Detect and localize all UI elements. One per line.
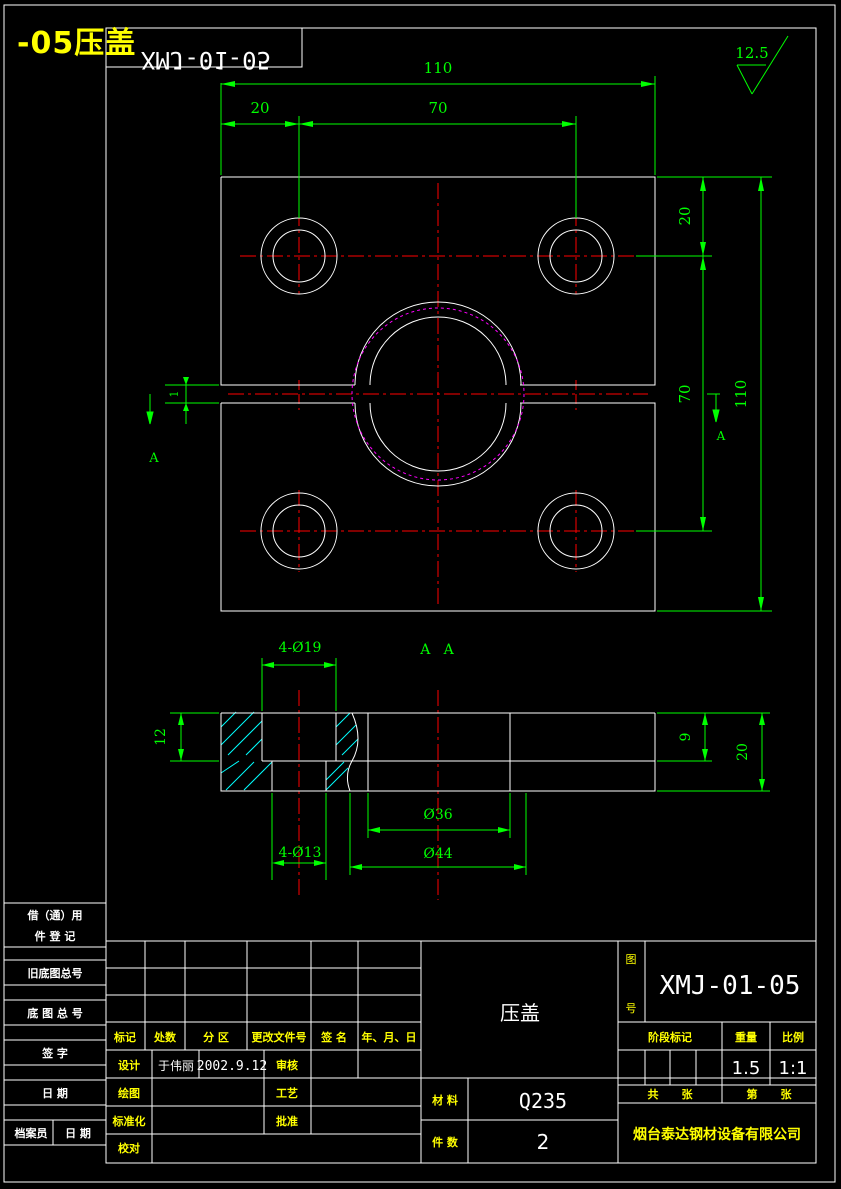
dim-bore-outer: Ø44 <box>423 846 452 862</box>
dim-section-step: 9 <box>678 733 694 742</box>
stage-mark-label: 阶段标记 <box>648 1030 692 1044</box>
row-approve: 批准 <box>276 1114 298 1128</box>
title-block-grid <box>106 940 816 1163</box>
quantity-label: 件 数 <box>432 1135 459 1149</box>
bore-phantom-circle <box>351 307 525 481</box>
mounting-holes <box>260 217 615 570</box>
hdr-count: 处数 <box>153 1030 177 1044</box>
row-process: 工艺 <box>276 1086 298 1100</box>
dim-slot-gap: 1 <box>168 391 181 398</box>
dim-hole-spacing-y: 70 <box>676 384 694 403</box>
dim-section-left: 12 <box>153 728 169 746</box>
dim-hole-through: 4-Ø13 <box>279 845 322 861</box>
left-archivist: 档案员 <box>15 1126 48 1140</box>
left-sign: 签 字 <box>41 1046 68 1060</box>
section-marker-right-arrow <box>707 393 720 423</box>
top-view-centerlines <box>228 183 648 605</box>
mirrored-code-text: XMJ-01-05 <box>141 46 271 74</box>
section-marker-left: A <box>148 451 159 466</box>
row-design: 设计 <box>118 1058 140 1072</box>
section-marker-left-arrow <box>146 394 154 425</box>
dim-hole-spacing-x: 70 <box>428 99 447 117</box>
row-review: 审核 <box>276 1058 298 1072</box>
dim-width-total: 110 <box>424 59 453 77</box>
roughness-symbol <box>736 35 789 95</box>
top-view-dimension-lines <box>165 76 772 612</box>
dim-section-total: 20 <box>735 743 751 761</box>
hdr-zone: 分 区 <box>203 1030 229 1044</box>
design-date: 2002.9.12 <box>197 1059 267 1074</box>
material-label: 材 料 <box>432 1093 458 1107</box>
row-check: 校对 <box>118 1141 140 1155</box>
section-arrowheads <box>178 662 765 870</box>
title-drawing-no-label-1: 图 <box>626 953 637 966</box>
dim-offset-left: 20 <box>250 99 269 117</box>
left-panel-text: 借（通）用 件 登 记 旧底图总号 底 图 总 号 签 字 日 期 档案员 日 … <box>15 908 91 1140</box>
top-view-arrowheads <box>183 81 764 611</box>
roughness-value: 12.5 <box>735 44 768 62</box>
designer-name: 于伟丽 <box>158 1059 194 1073</box>
section-dimension-lines <box>170 658 770 880</box>
material-value: Q235 <box>519 1089 567 1113</box>
hole-inner-br <box>549 504 603 558</box>
title-drawing-no-label-2: 号 <box>626 1002 637 1015</box>
title-part-name: 压盖 <box>500 1001 540 1025</box>
section-view-outline <box>220 712 656 792</box>
quantity-value: 2 <box>537 1130 550 1154</box>
scale-value: 1:1 <box>779 1058 808 1079</box>
hdr-ymd: 年、月、日 <box>362 1030 417 1044</box>
title-drawing-no: XMJ-01-05 <box>660 971 801 1001</box>
section-view-centerlines <box>298 690 439 900</box>
hdr-change-doc: 更改文件号 <box>252 1030 307 1044</box>
dim-bore-inner: Ø36 <box>423 807 452 823</box>
sheet-no-label: 第 张 <box>747 1087 793 1101</box>
hdr-mark: 标记 <box>113 1030 136 1044</box>
scale-label: 比例 <box>782 1030 804 1044</box>
hole-outer-br <box>537 492 615 570</box>
title-header-text: 标记 处数 分 区 更改文件号 签 名 年、月、日 设计 审核 绘图 工艺 标准… <box>112 1030 805 1155</box>
hole-outer-bl <box>260 492 338 570</box>
left-archivist-date: 日 期 <box>65 1126 91 1140</box>
top-view-outline <box>220 176 656 612</box>
hole-inner-tr <box>549 229 603 283</box>
row-draw: 绘图 <box>118 1086 140 1100</box>
outer-border <box>3 4 836 1183</box>
row-standard: 标准化 <box>112 1114 146 1128</box>
section-marker-right: A <box>716 429 726 443</box>
hole-inner-bl <box>272 504 326 558</box>
section-hatching <box>220 711 359 791</box>
left-base: 底 图 总 号 <box>27 1006 83 1020</box>
drawing-banner-title: -05压盖 <box>17 26 137 61</box>
mirrored-code-box <box>105 27 303 68</box>
left-borrow-line1: 借（通）用 <box>27 908 83 922</box>
section-view-title: A A <box>419 642 454 658</box>
left-panel-grid <box>3 902 107 1146</box>
weight-label: 重量 <box>735 1030 757 1044</box>
weight-value: 1.5 <box>732 1058 761 1079</box>
left-old-base: 旧底图总号 <box>28 966 83 980</box>
left-date: 日 期 <box>42 1086 68 1100</box>
hole-inner-tl <box>272 229 326 283</box>
left-borrow-line2: 件 登 记 <box>35 929 76 943</box>
dim-offset-top: 20 <box>676 206 694 225</box>
dim-hole-counterbore: 4-Ø19 <box>279 640 322 656</box>
hdr-signature: 签 名 <box>320 1030 347 1044</box>
dim-height-total: 110 <box>732 380 750 409</box>
company-name: 烟台泰达钢材设备有限公司 <box>633 1126 801 1143</box>
total-sheets-label: 共 张 <box>648 1087 694 1101</box>
